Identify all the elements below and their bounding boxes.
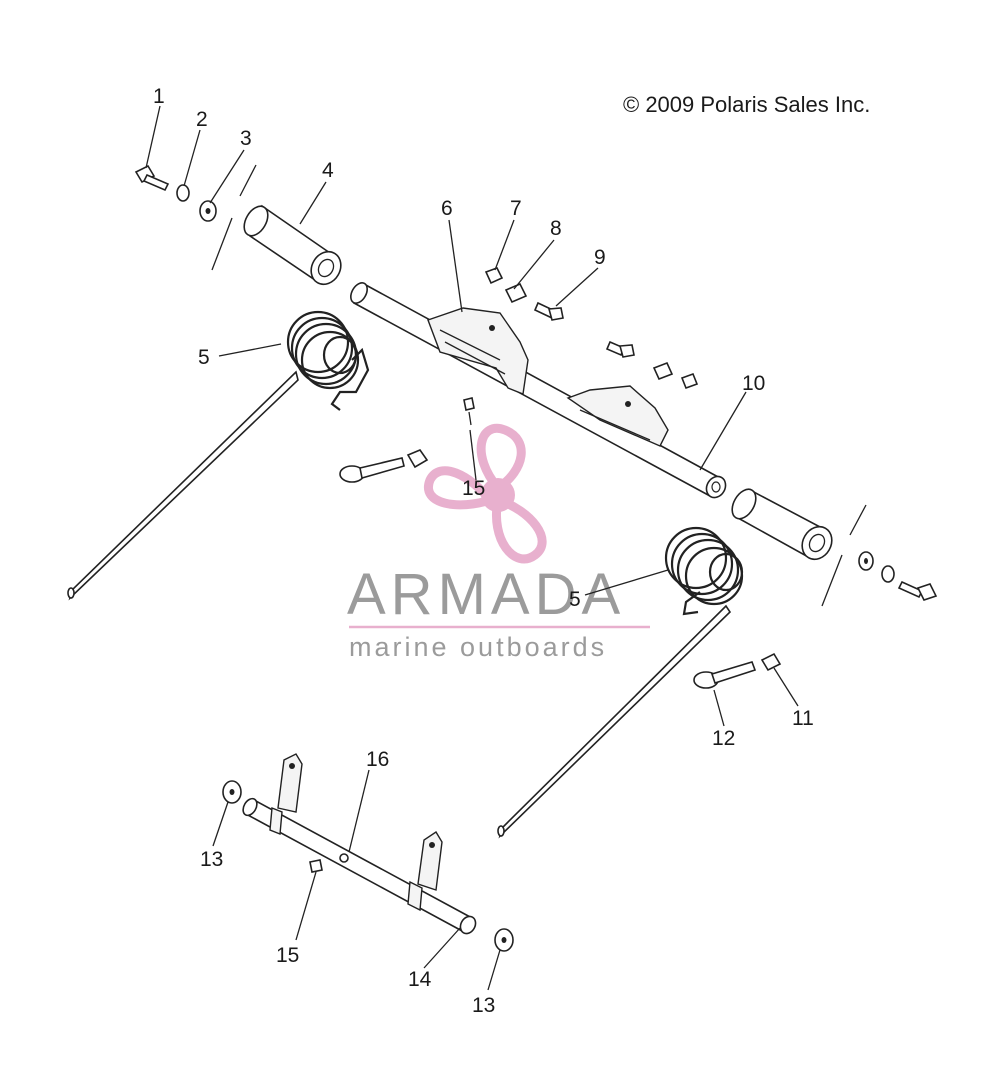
- callout-15-top: 15: [462, 477, 485, 500]
- callout-11: 11: [792, 707, 814, 730]
- nut-7: [484, 267, 504, 285]
- bolt-1: [134, 164, 170, 192]
- callout-9: 9: [594, 246, 606, 269]
- grease-fitting-15-top: [463, 397, 475, 426]
- nut-11-left: [406, 449, 429, 469]
- lock-washer-2-right: [881, 565, 895, 583]
- eye-bolt-12-right: [693, 661, 757, 689]
- cross-shaft-10: [350, 282, 727, 499]
- callout-12: 12: [712, 727, 735, 750]
- copyright-text: © 2009 Polaris Sales Inc.: [623, 92, 870, 117]
- callout-7: 7: [510, 197, 522, 220]
- callout-16: 16: [366, 748, 389, 771]
- bolt-9: [533, 301, 564, 321]
- callout-1: 1: [153, 85, 165, 108]
- nut-7b: [680, 372, 699, 390]
- watermark: ARMADA marine outboards: [347, 423, 650, 662]
- eye-bolt-12-left: [339, 457, 405, 483]
- callout-2: 2: [196, 108, 208, 131]
- nut-11-right: [760, 652, 782, 672]
- torsion-spring-5-left: [67, 310, 370, 601]
- leader-lines: [145, 105, 799, 991]
- bolt-9b: [605, 340, 635, 358]
- break-lines: [211, 164, 867, 607]
- lock-washer-2: [176, 184, 190, 202]
- callout-14: 14: [408, 968, 432, 991]
- callout-13-left: 13: [200, 848, 223, 871]
- callout-15-lower: 15: [276, 944, 299, 967]
- callout-10: 10: [742, 372, 765, 395]
- callout-4: 4: [322, 159, 334, 182]
- bushing-4: [243, 204, 342, 286]
- callout-labels: 1 2 3 4 5 6 7 8 9 10 15 5 11 12 16 13 15…: [153, 85, 814, 1017]
- bushing-8b: [652, 361, 674, 381]
- bolt-1-right: [897, 580, 938, 601]
- callout-13-right: 13: [472, 994, 495, 1017]
- callout-5-right: 5: [569, 588, 581, 611]
- lower-shaft-16: [242, 753, 477, 935]
- bushing-4-right: [731, 488, 833, 561]
- bushing-8: [504, 282, 528, 304]
- watermark-brand: ARMADA: [347, 562, 625, 627]
- watermark-tagline: marine outboards: [349, 632, 607, 662]
- callout-3: 3: [240, 127, 252, 150]
- callout-5-left: 5: [198, 346, 210, 369]
- grease-fitting-15-lower: [309, 859, 323, 873]
- callout-8: 8: [550, 217, 562, 240]
- propeller-logo-icon: [424, 423, 547, 564]
- callout-6: 6: [441, 197, 453, 220]
- torsion-spring-5-right: [497, 526, 744, 839]
